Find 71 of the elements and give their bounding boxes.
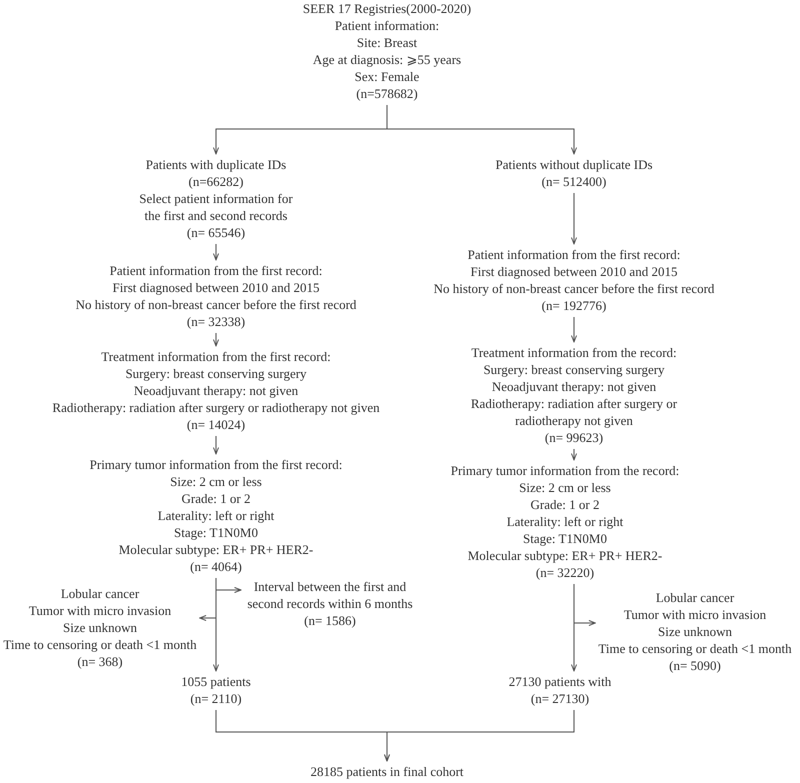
step-text: Laterality: left or right: [506, 513, 624, 530]
step-text: (n= 368): [76, 653, 124, 670]
step-text: Size: 2 cm or less: [518, 479, 612, 496]
step-text: (n= 192776): [540, 297, 608, 314]
step-text: Age at diagnosis: ⩾55 years: [312, 51, 462, 68]
step-text: Primary tumor information from the record:: [450, 462, 680, 479]
step-text: Size: 2 cm or less: [169, 473, 263, 490]
step-text: Lobular cancer: [60, 585, 140, 602]
step-text: First diagnosed between 2010 and 2015: [112, 279, 320, 296]
step-text: Interval between the first and second records within 6 months: [246, 578, 414, 612]
step-text: SEER 17 Registries(2000-2020): [302, 0, 472, 17]
arrow: [571, 192, 577, 244]
step-text: (n= 32220): [534, 564, 596, 581]
step-text: Size unknown: [62, 619, 138, 636]
step-text: Neoadjuvant therapy: not given: [490, 378, 658, 395]
step-text: Site: Breast: [356, 34, 418, 51]
step-text: Stage: T1N0M0: [522, 530, 608, 547]
step-text: Primary tumor information from the first record:: [90, 456, 342, 473]
step-text: Molecular subtype: ER+ PR+ HER2-: [466, 547, 664, 564]
step-text: (n= 1586): [303, 612, 357, 629]
step-text: Patient information:: [334, 17, 440, 34]
step-text: (n= 512400): [540, 173, 608, 190]
step-text: (n= 2110): [189, 690, 243, 707]
arrow: [213, 578, 219, 672]
step-text: Patient information from the first record:: [466, 246, 682, 263]
step-text: Surgery: breast conserving surgery: [124, 365, 308, 382]
arrow: [571, 448, 577, 460]
step-text: Patients without duplicate IDs: [495, 156, 653, 173]
arrow: [571, 584, 577, 672]
step-text: No history of non-breast cancer before the first record: [434, 280, 714, 297]
step-text: Lobular cancer: [654, 589, 736, 606]
step-text: Radiotherapy: radiation after surgery or radiotherapy not given: [470, 395, 678, 429]
step-text: Tumor with micro invasion: [28, 602, 172, 619]
step-text: Time to censoring or death <1 month: [3, 636, 197, 653]
step-text: Tumor with micro invasion: [622, 606, 768, 623]
step-text: (n= 4064): [189, 558, 243, 575]
step-text: Treatment information from the record:: [470, 344, 678, 361]
arrow: [386, 104, 577, 154]
arrow: [213, 436, 219, 454]
step-text: Time to censoring or death <1 month: [598, 640, 792, 657]
step-text: Grade: 1 or 2: [530, 496, 600, 513]
step-text: Laterality: left or right: [156, 507, 276, 524]
step-text: Radiotherapy: radiation after surgery or radiotherapy not given: [52, 399, 380, 416]
step-text: First diagnosed between 2010 and 2015: [470, 263, 678, 280]
step-text: Treatment information from the first record:: [100, 348, 332, 365]
step-text: (n= 99623): [544, 429, 604, 446]
step-text: (n= 27130): [530, 690, 590, 707]
step-text: (n= 14024): [186, 416, 246, 433]
step-text: Select patient information for the first and second records: [138, 190, 294, 224]
step-text: No history of non-breast cancer before the first record: [76, 296, 356, 313]
step-text: Grade: 1 or 2: [180, 490, 252, 507]
step-text: 28185 patients in final cohort: [310, 763, 464, 780]
step-text: Molecular subtype: ER+ PR+ HER2-: [118, 541, 314, 558]
arrow: [384, 710, 574, 762]
step-text: 1055 patients: [181, 673, 251, 690]
arrow: [571, 316, 577, 342]
step-text: (n= 65546): [186, 224, 246, 241]
step-text: Patients with duplicate IDs: [144, 156, 288, 173]
arrow: [213, 332, 219, 346]
step-text: Neoadjuvant therapy: not given: [132, 382, 300, 399]
step-text: (n=578682): [355, 85, 419, 102]
step-text: Size unknown: [656, 623, 733, 640]
step-text: Patient information from the first record:: [108, 262, 324, 279]
step-text: (n=66282): [188, 173, 244, 190]
step-text: Sex: Female: [354, 68, 420, 85]
step-text: (n= 5090): [668, 657, 722, 674]
step-text: Surgery: breast conserving surgery: [482, 361, 666, 378]
arrow: [213, 244, 219, 260]
step-text: Stage: T1N0M0: [173, 524, 259, 541]
step-text: 27130 patients with: [508, 673, 612, 690]
step-text: (n= 32338): [186, 313, 246, 330]
